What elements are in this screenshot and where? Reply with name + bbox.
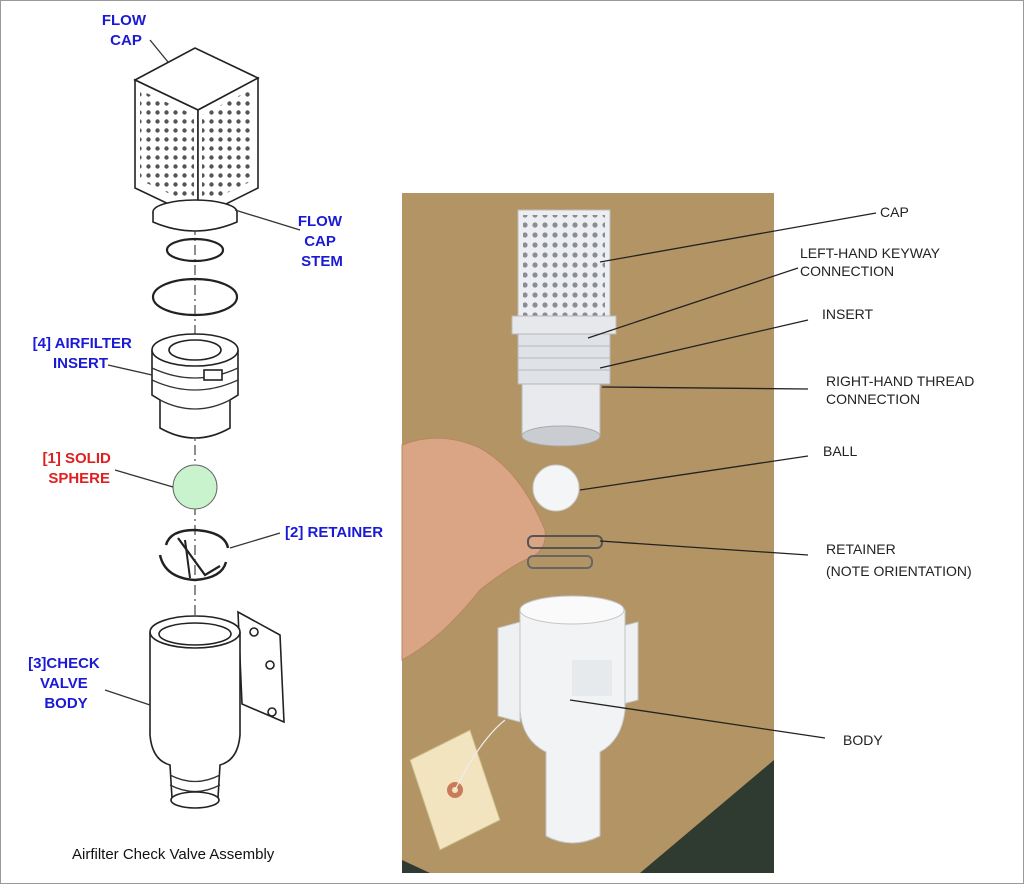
check-valve-body-label: [3]CHECK VALVE BODY xyxy=(28,655,104,712)
photo-retainer xyxy=(527,535,603,569)
flow-cap-label: FLOW CAP xyxy=(102,12,150,49)
body-arrow xyxy=(569,699,826,739)
large-o-ring xyxy=(151,277,239,317)
retainer-part xyxy=(158,528,230,582)
cap-label: CAP xyxy=(880,204,909,220)
flow-cap-stem-label: FLOW CAP STEM xyxy=(298,213,346,270)
ball-arrow xyxy=(579,455,809,491)
airfilter-insert-label: [4] AIRFILTER INSERT xyxy=(33,335,136,372)
flow-cap-part xyxy=(133,47,260,232)
ball-label: BALL xyxy=(823,443,857,459)
solid-sphere-part xyxy=(172,464,218,510)
check-valve-body-part xyxy=(149,610,285,809)
small-o-ring xyxy=(165,237,225,263)
photo-insert xyxy=(517,333,611,447)
retainer-label: [2] RETAINER xyxy=(285,524,383,541)
thread-arrow xyxy=(601,386,809,390)
photo-hand xyxy=(401,437,546,661)
photo-floor-corner xyxy=(640,760,774,873)
exploded-diagram: FLOW CAP FLOW CAP STEM [4] AIRFILTER INS… xyxy=(28,12,383,863)
photo-ball xyxy=(532,464,580,512)
photo-body xyxy=(497,595,639,844)
diagram-caption: Airfilter Check Valve Assembly xyxy=(72,846,275,863)
body-label: BODY xyxy=(843,732,883,748)
insert-arrow xyxy=(599,319,809,369)
photo-tag xyxy=(409,719,506,851)
thread-label: RIGHT-HAND THREAD CONNECTION xyxy=(826,373,978,407)
photo-cap xyxy=(511,209,617,335)
retainer-arrow xyxy=(599,540,809,556)
solid-sphere-label: [1] SOLID SPHERE xyxy=(42,450,115,487)
airfilter-insert-part xyxy=(151,333,239,439)
insert-label: INSERT xyxy=(822,306,874,322)
keyway-arrow xyxy=(587,267,799,339)
cap-arrow xyxy=(599,212,877,263)
keyway-label: LEFT-HAND KEYWAY CONNECTION xyxy=(800,245,944,279)
assembly-photo: CAP LEFT-HAND KEYWAY CONNECTION INSERT R… xyxy=(401,193,978,873)
photo-retainer-label: RETAINER (NOTE ORIENTATION) xyxy=(826,541,972,579)
